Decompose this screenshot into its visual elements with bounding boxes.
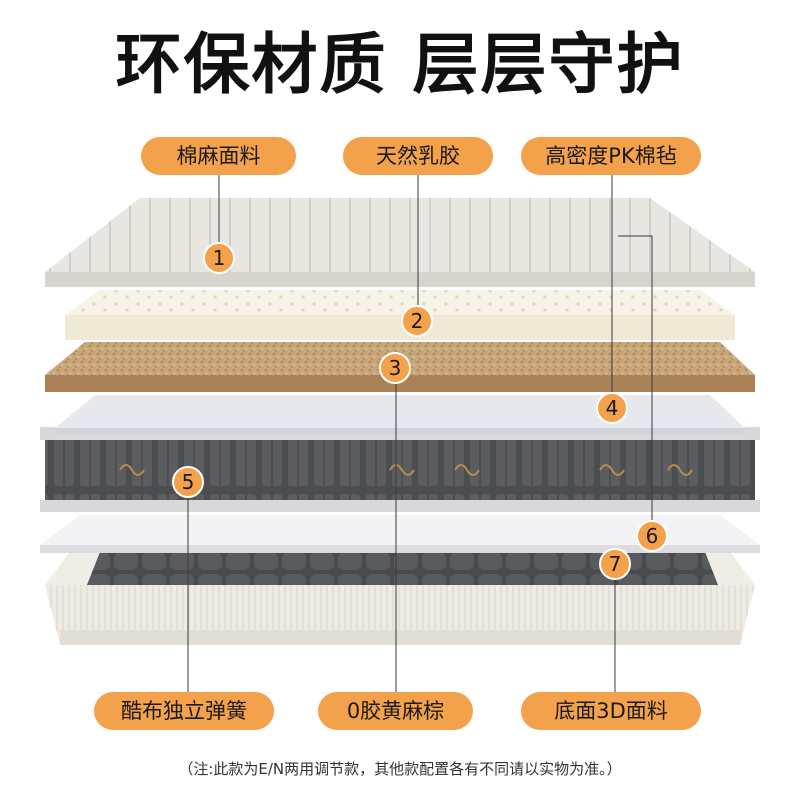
headline: 环保材质 层层守护: [115, 26, 685, 103]
marker-1: 1: [203, 242, 235, 274]
label-coir: 0胶黄麻棕: [318, 692, 473, 730]
label-base-fabric: 底面3D面料: [521, 692, 701, 730]
marker-5: 5: [172, 466, 204, 498]
layer-pk-felt: [55, 395, 745, 434]
label-natural-latex: 天然乳胶: [343, 137, 493, 175]
marker-2: 2: [401, 305, 433, 337]
label-pk-felt: 高密度PK棉毡: [521, 137, 701, 175]
footnote: （注:此款为E/N两用调节款，其他款配置各有不同请以实物为准。）: [178, 760, 622, 778]
layer-latex: [65, 290, 735, 340]
marker-7: 7: [599, 548, 631, 580]
marker-3: 3: [379, 352, 411, 384]
label-cotton-linen: 棉麻面料: [141, 137, 296, 175]
marker-4: 4: [596, 392, 628, 424]
label-pocket-springs: 酷布独立弹簧: [94, 692, 274, 730]
layer-cotton-linen: [45, 198, 755, 287]
marker-6: 6: [636, 520, 668, 552]
layer-white-felt: [40, 515, 760, 553]
layer-base-3d-fabric: [45, 545, 755, 645]
leader-lines: [187, 172, 653, 693]
